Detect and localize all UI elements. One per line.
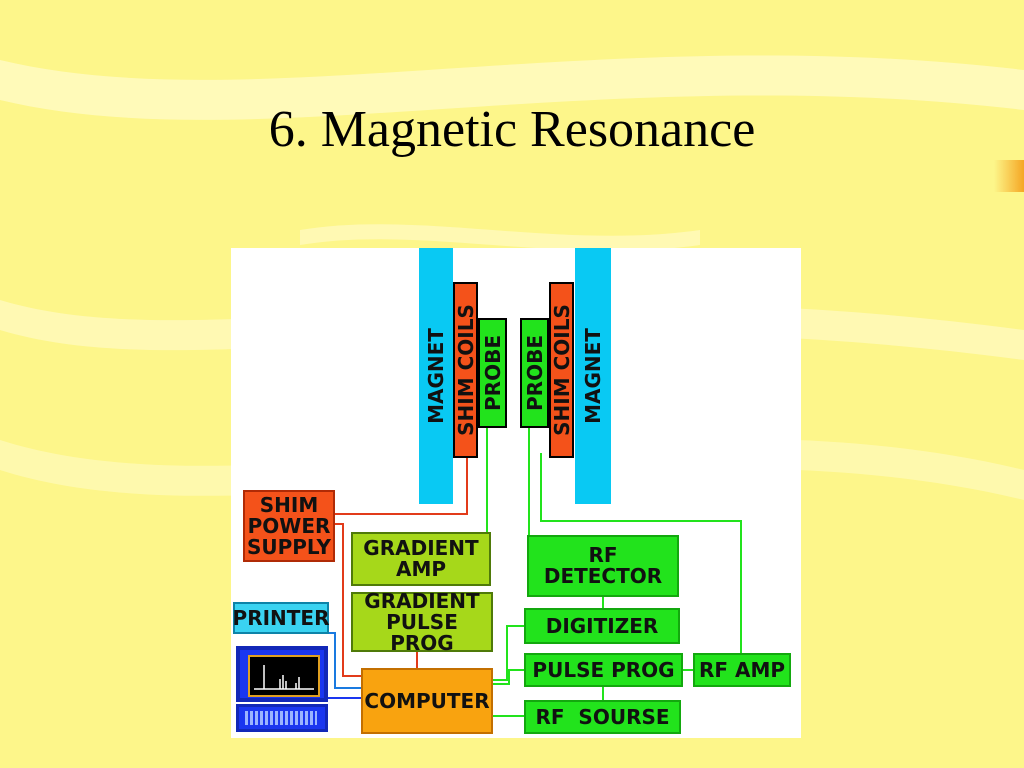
right-probe: PROBE [520,318,549,428]
left-shim-coils: SHIM COILS [453,282,478,458]
pulse-prog: PULSE PROG [524,653,683,687]
spectrum-icon [254,665,314,690]
gradient-amp: GRADIENT AMP [351,532,491,586]
rf-detector: RF DETECTOR [527,535,679,597]
nmr-block-diagram: MAGNET SHIM COILS PROBE PROBE SHIM COILS… [231,248,801,738]
printer: PRINTER [233,602,329,634]
rf-source: RF SOURSE [524,700,681,734]
slide-title: 6. Magnetic Resonance [268,101,756,158]
left-probe: PROBE [478,318,507,428]
gradient-pulse-prog: GRADIENT PULSE PROG [351,590,493,653]
rf-amp: RF AMP [693,653,791,687]
right-magnet: MAGNET [575,248,611,504]
accent-bar [994,160,1024,192]
monitor-screen [248,655,320,697]
keyboard-icon [236,704,328,732]
shim-power-supply: SHIM POWER SUPPLY [243,490,335,562]
monitor-icon [236,646,328,702]
digitizer: DIGITIZER [524,608,680,644]
computer: COMPUTER [361,668,493,734]
right-shim-coils: SHIM COILS [549,282,574,458]
left-magnet: MAGNET [419,248,453,504]
